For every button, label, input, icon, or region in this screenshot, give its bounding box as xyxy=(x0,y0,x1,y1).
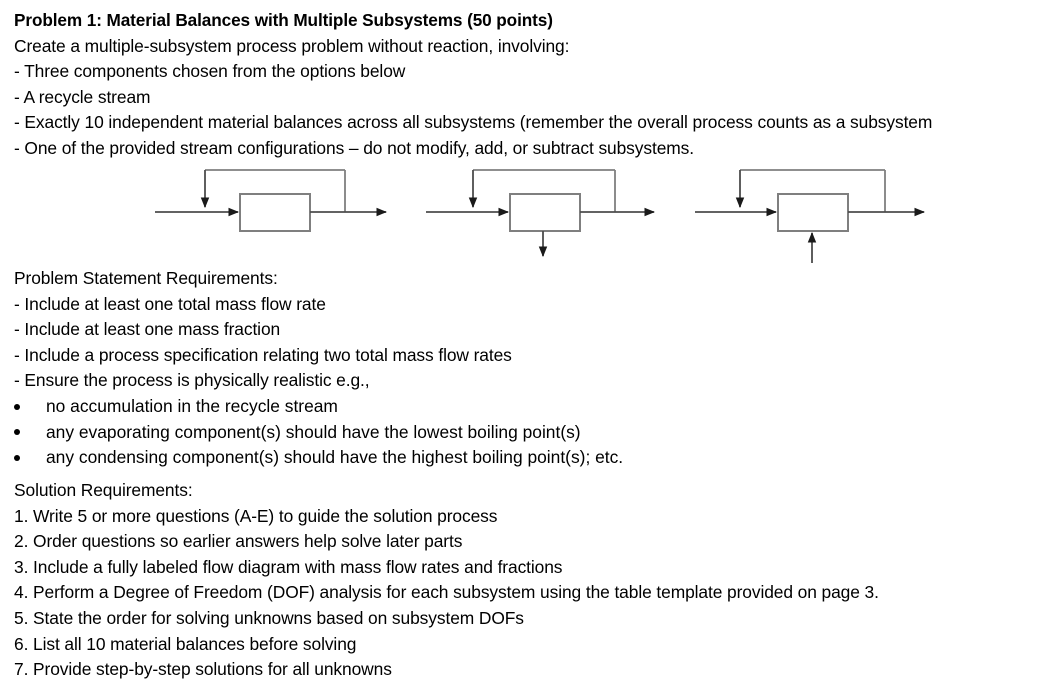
process-unit-box xyxy=(509,193,581,232)
solution-req-item-4: 4. Perform a Degree of Freedom (DOF) ana… xyxy=(14,582,879,603)
statement-requirements-heading: Problem Statement Requirements: xyxy=(14,268,278,288)
solution-req-item-7: 7. Provide step-by-step solutions for al… xyxy=(14,659,392,680)
bullet-dot-icon xyxy=(14,429,20,436)
statement-req-item-4: - Ensure the process is physically reali… xyxy=(14,370,370,391)
page-title: Problem 1: Material Balances with Multip… xyxy=(14,10,553,30)
list-item: any evaporating component(s) should have… xyxy=(14,420,1043,446)
bullet-dot-icon xyxy=(14,403,20,410)
solution-requirements-section: Solution Requirements: 1. Write 5 or mor… xyxy=(14,478,1043,683)
bullet-text: any condensing component(s) should have … xyxy=(46,447,624,468)
bullet-text: any evaporating component(s) should have… xyxy=(46,421,581,442)
statement-req-item-2: - Include at least one mass fraction xyxy=(14,319,281,340)
solution-requirements-heading: Solution Requirements: xyxy=(14,480,193,500)
configuration-option-1 xyxy=(155,169,388,232)
stream-configuration-diagrams xyxy=(0,163,1043,273)
intro-bullet-1: - Three components chosen from the optio… xyxy=(14,61,406,82)
solution-req-item-6: 6. List all 10 material balances before … xyxy=(14,633,357,654)
bullet-dot-icon xyxy=(14,454,20,461)
solution-req-item-3: 3. Include a fully labeled flow diagram … xyxy=(14,556,563,577)
configuration-option-2 xyxy=(426,169,656,258)
process-unit-box xyxy=(777,193,849,232)
intro-bullet-4: - One of the provided stream configurati… xyxy=(14,137,694,158)
intro-bullet-2: - A recycle stream xyxy=(14,86,151,107)
list-item: any condensing component(s) should have … xyxy=(14,445,1043,471)
intro-bullet-3: - Exactly 10 independent material balanc… xyxy=(14,112,933,133)
solution-req-item-5: 5. State the order for solving unknowns … xyxy=(14,607,524,628)
problem-statement-requirements-section: Problem Statement Requirements: - Includ… xyxy=(14,266,1043,471)
list-item: no accumulation in the recycle stream xyxy=(14,394,1043,420)
statement-req-item-3: - Include a process specification relati… xyxy=(14,344,512,365)
statement-req-item-1: - Include at least one total mass flow r… xyxy=(14,293,326,314)
solution-req-item-2: 2. Order questions so earlier answers he… xyxy=(14,531,463,552)
bullet-text: no accumulation in the recycle stream xyxy=(46,395,338,416)
solution-req-item-1: 1. Write 5 or more questions (A-E) to gu… xyxy=(14,505,498,526)
intro-line: Create a multiple-subsystem process prob… xyxy=(14,35,570,56)
process-unit-box xyxy=(239,193,311,232)
configuration-option-3 xyxy=(695,169,926,263)
intro-section: Problem 1: Material Balances with Multip… xyxy=(14,8,1043,162)
